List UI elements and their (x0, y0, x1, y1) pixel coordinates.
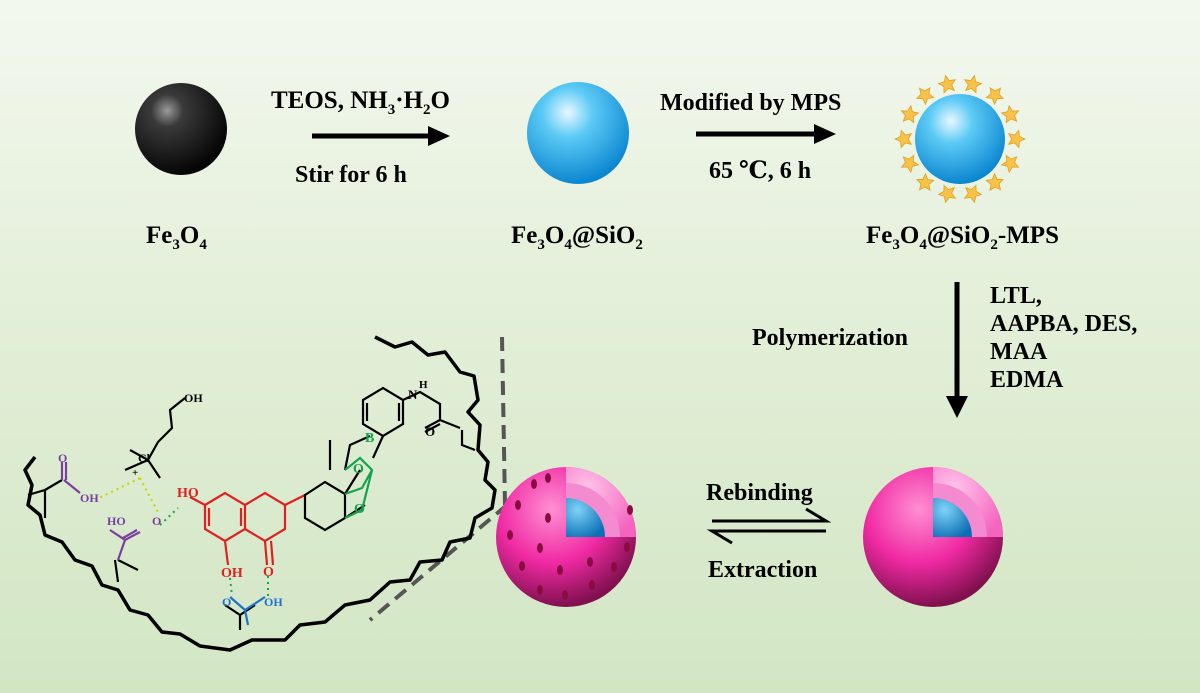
polymerization-label: Polymerization (752, 325, 908, 351)
atom-label-oh: OH (221, 566, 243, 581)
arrow-step2 (696, 124, 836, 144)
atom-label-o: O (354, 502, 365, 517)
step1-condition-label: Stir for 6 h (295, 162, 407, 188)
fe3o4-sio2-sphere (527, 82, 629, 184)
fe3o4-sphere (135, 83, 227, 175)
atom-label-o: O (222, 595, 232, 609)
fe3o4-sio2-mps-sphere (894, 74, 1026, 204)
atom-label-n: N (408, 387, 418, 402)
atom-label-h: H (419, 379, 428, 391)
atom-label-ho: HO (107, 514, 126, 528)
reagent-item: LTL, (990, 283, 1042, 309)
atom-label-b: B (365, 431, 375, 446)
atom-label-plus: + (132, 467, 139, 479)
atom-label-o: O (425, 424, 436, 439)
mps-star-icon (894, 129, 913, 149)
mps-star-icon (937, 74, 957, 94)
mps-star-icon (1000, 154, 1020, 174)
arrow-step1 (312, 126, 450, 146)
reagent-item: MAA (990, 339, 1048, 365)
step2-condition-label: 65 ℃, 6 h (709, 158, 812, 184)
atom-label-o: O (58, 451, 68, 465)
mps-star-icon (900, 104, 920, 124)
reagent-item: AAPBA, DES, (990, 311, 1138, 337)
polymer-chain-outline (23, 335, 497, 652)
atom-label-oh: OH (80, 491, 99, 505)
atom-label-cl: Cl (138, 451, 150, 465)
arrow-polymerization (946, 282, 968, 418)
polymerization-reagents: LTL, AAPBA, DES, MAA EDMA (990, 282, 1137, 394)
atom-label-o: O (152, 514, 162, 528)
mps-star-icon (937, 184, 957, 204)
extraction-label: Extraction (708, 557, 818, 583)
mps-star-icon (985, 86, 1005, 106)
mps-star-icon (985, 172, 1005, 192)
mps-star-icon (1000, 104, 1020, 124)
mip-sphere-imprinted (496, 467, 636, 607)
mps-star-icon (963, 184, 983, 204)
step2-reagent-label: Modified by MPS (660, 90, 842, 116)
atom-label-o: O (263, 565, 274, 580)
molecular-structure (27, 386, 476, 630)
mip-sphere-extracted (863, 467, 1003, 607)
mps-star-icon (915, 172, 935, 192)
atom-label-o: O (353, 462, 364, 477)
mps-star-icon (900, 154, 920, 174)
mps-star-icon (915, 86, 935, 106)
equilibrium-arrows (706, 507, 832, 545)
atom-label-oh: OH (264, 595, 283, 609)
fe3o4-sio2-mps-label: Fe3O4@SiO2-MPS (866, 222, 1059, 253)
atom-label-ho: HO (177, 486, 199, 501)
mps-star-icon (1007, 129, 1026, 149)
fe3o4-label: Fe3O4 (146, 222, 207, 253)
zoom-dashed-lines (368, 336, 509, 622)
rebinding-label: Rebinding (706, 480, 813, 506)
mps-star-icon (963, 74, 983, 94)
fe3o4-sio2-label: Fe3O4@SiO2 (511, 222, 643, 253)
reagent-item: EDMA (990, 367, 1064, 393)
step1-reagent-label: TEOS, NH3·H2O (271, 87, 450, 118)
atom-label-oh: OH (184, 391, 203, 405)
